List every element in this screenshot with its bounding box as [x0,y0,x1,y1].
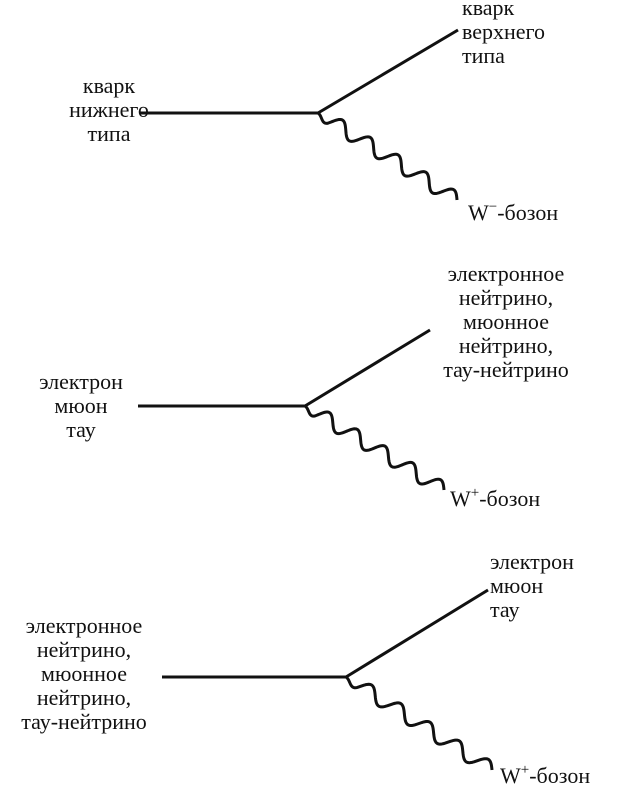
diagram-2-boson-wave [304,404,446,491]
boson-letter: W [450,486,471,511]
label-line: верхнего [462,19,546,44]
label-line: электронное [447,261,565,286]
label-line: электрон [490,549,574,574]
diagram-1-outgoing-line [317,28,459,115]
label-line: типа [462,43,505,68]
diagram-1-lines [140,28,459,201]
boson-charge: − [488,199,498,215]
diagram-1-boson-wave [317,111,459,201]
label-line: мюон [54,393,108,418]
diagram-2-lines [138,328,446,491]
boson-suffix: -бозон [497,200,559,225]
label-line: кварк [82,73,136,98]
boson-charge: + [520,762,530,778]
diagram-2-outgoing-label: электронное нейтрино, мюонное нейтрино, … [426,262,586,382]
label-line: нейтрино, [458,285,554,310]
label-line: кварк [462,0,515,20]
label-line: тау [66,417,96,442]
label-line: тау [490,597,520,622]
label-line: тау-нейтрино [21,709,147,734]
label-line: электронное [25,613,143,638]
boson-charge: + [470,485,480,501]
label-line: электрон [39,369,123,394]
label-line: тау-нейтрино [443,357,569,382]
diagram-1-outgoing-label: кварк верхнего типа [462,0,545,68]
label-line: нижнего [69,97,149,122]
label-line: нейтрино, [36,637,132,662]
diagram-2-incoming-label: электрон мюон тау [28,370,134,442]
diagram-1-boson-label: W−-бозон [468,199,559,225]
label-line: мюонное [41,661,127,686]
diagram-2-boson-label: W+-бозон [450,485,541,511]
boson-letter: W [500,763,521,788]
diagram-3-incoming-label: электронное нейтрино, мюонное нейтрино, … [8,614,160,734]
boson-suffix: -бозон [529,763,591,788]
boson-suffix: -бозон [479,486,541,511]
diagram-3-outgoing-label: электрон мюон тау [490,550,574,622]
diagram-3-boson-label: W+-бозон [500,762,591,788]
label-line: мюон [490,573,544,598]
diagram-3-boson-wave [345,675,494,771]
label-line: нейтрино, [36,685,132,710]
label-line: типа [87,121,131,146]
diagram-1-incoming-label: кварк нижнего типа [64,74,154,146]
diagram-3-outgoing-line [345,588,489,679]
boson-letter: W [468,200,489,225]
label-line: нейтрино, [458,333,554,358]
label-line: мюонное [463,309,549,334]
diagram-2-outgoing-line [304,328,431,408]
diagram-3-lines [162,588,494,771]
